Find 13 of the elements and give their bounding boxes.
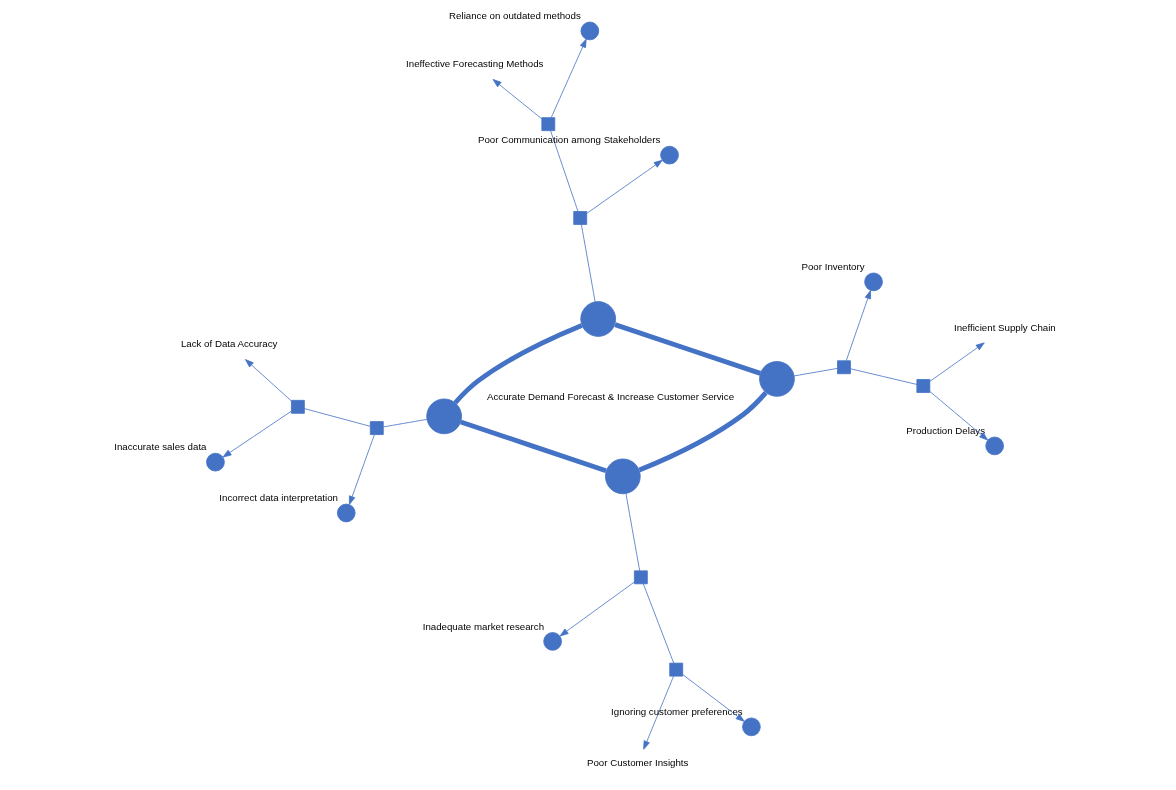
node-text: Ineffective Forecasting Methods: [405, 58, 543, 70]
node-label: Reliance on outdated methods: [448, 10, 581, 22]
node-text: Accurate Demand Forecast & Increase Customer Service: [486, 391, 734, 403]
node-label: Production Delays: [905, 425, 985, 437]
node-label: Ignoring customer preferences: [610, 706, 743, 718]
node-text: Poor Customer Insights: [586, 757, 688, 769]
node-label: Inadequate market research: [422, 620, 544, 632]
node-label: Incorrect data interpretation: [218, 492, 338, 504]
node-label: Inaccurate sales data: [113, 441, 207, 453]
node-text: Inefficient Supply Chain: [953, 321, 1056, 333]
node-text: Lack of Data Accuracy: [180, 338, 277, 350]
node-label: Poor Inventory: [801, 261, 865, 273]
node-label: Poor Communication among Stakeholders: [477, 134, 660, 146]
